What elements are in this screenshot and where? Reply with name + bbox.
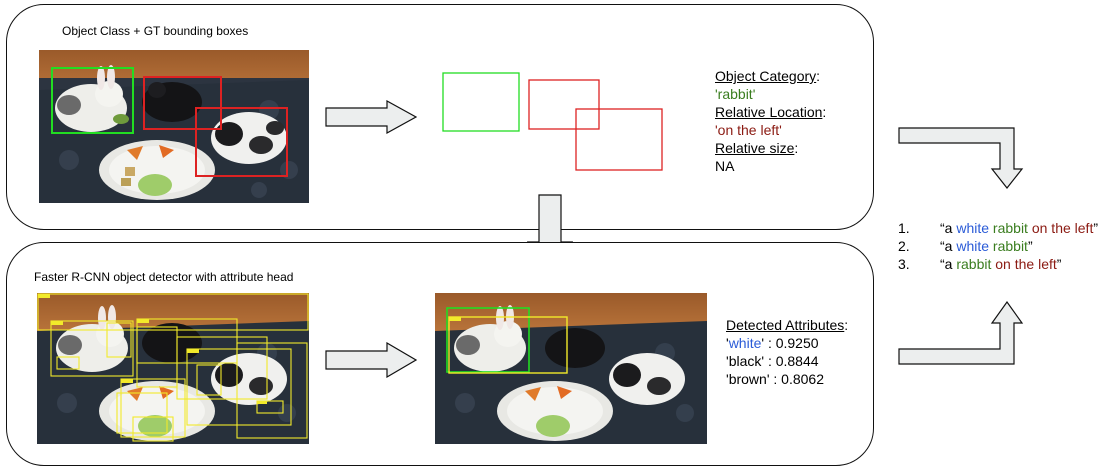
arrow-right-icon bbox=[325, 100, 417, 134]
rabbit-photo-gt bbox=[39, 50, 309, 203]
caption-segment: ” bbox=[1093, 220, 1099, 236]
caption-text: “a white rabbit on the left” bbox=[940, 219, 1098, 237]
attribute-list: 'white' : 0.9250 'black' : 0.8844 'brown' … bbox=[726, 334, 848, 388]
rabbit-photo-detections bbox=[37, 293, 309, 444]
caption-number: 1. bbox=[898, 220, 910, 236]
gt-box-red-2 bbox=[575, 108, 663, 171]
category-value: 'rabbit' bbox=[715, 86, 756, 102]
caption-text: “a rabbit on the left” bbox=[940, 255, 1061, 273]
attribute-score: 0.8844 bbox=[775, 353, 819, 369]
rabbit-photo-matched bbox=[435, 293, 707, 444]
caption-number: 2. bbox=[898, 238, 910, 254]
caption-segment: rabbit bbox=[956, 256, 992, 272]
arrow-bend-down-icon bbox=[898, 127, 1024, 189]
size-value: NA bbox=[715, 158, 735, 174]
attribute-row: 'white' : 0.9250 bbox=[726, 335, 819, 351]
caption-text: “a white rabbit” bbox=[940, 237, 1033, 255]
gt-box-red-1 bbox=[528, 79, 600, 130]
caption-item: 1. “a white rabbit on the left” bbox=[898, 219, 1098, 237]
caption-segment: ” bbox=[1027, 238, 1033, 254]
attributes-label: Detected Attributes bbox=[726, 317, 845, 333]
caption-segment: on the left bbox=[1027, 220, 1094, 236]
caption-segment: rabbit bbox=[992, 238, 1028, 254]
gt-boxes-diagram bbox=[442, 72, 663, 171]
caption-segment: “a bbox=[940, 220, 957, 236]
arrow-bend-up-icon bbox=[898, 301, 1024, 365]
location-value: 'on the left' bbox=[715, 122, 782, 138]
attribute-score: 0.9250 bbox=[775, 335, 819, 351]
caption-item: 3. “a rabbit on the left” bbox=[898, 255, 1098, 273]
detector-panel-title: Faster R-CNN object detector with attrib… bbox=[34, 270, 294, 284]
caption-segment: white bbox=[956, 220, 990, 236]
attribute-name: black bbox=[728, 353, 762, 369]
size-label: Relative size bbox=[715, 140, 795, 156]
arrow-right-icon bbox=[325, 342, 417, 378]
caption-item: 2. “a white rabbit” bbox=[898, 237, 1098, 255]
attribute-name: white bbox=[728, 335, 762, 351]
category-label: Object Category bbox=[715, 68, 817, 84]
caption-segment: white bbox=[956, 238, 990, 254]
attribute-row: 'black' : 0.8844 bbox=[726, 353, 819, 369]
location-label: Relative Location bbox=[715, 104, 823, 120]
caption-number: 3. bbox=[898, 256, 910, 272]
caption-segment: ” bbox=[1056, 256, 1062, 272]
attribute-name: brown bbox=[728, 371, 767, 387]
detected-attributes: Detected Attributes: 'white' : 0.9250'bl… bbox=[726, 317, 849, 388]
caption-segment: on the left bbox=[991, 256, 1057, 272]
gt-panel-title: Object Class + GT bounding boxes bbox=[62, 24, 249, 38]
caption-segment: “a bbox=[940, 256, 957, 272]
generated-captions: 1.“a white rabbit on the left”2.“a white… bbox=[898, 219, 1098, 273]
attribute-row: 'brown' : 0.8062 bbox=[726, 371, 824, 387]
gt-box-green bbox=[442, 72, 520, 132]
caption-segment: rabbit bbox=[992, 220, 1028, 236]
caption-segment: “a bbox=[940, 238, 957, 254]
attribute-score: 0.8062 bbox=[781, 371, 824, 387]
object-info: Object Category: 'rabbit' Relative Locat… bbox=[715, 68, 827, 174]
